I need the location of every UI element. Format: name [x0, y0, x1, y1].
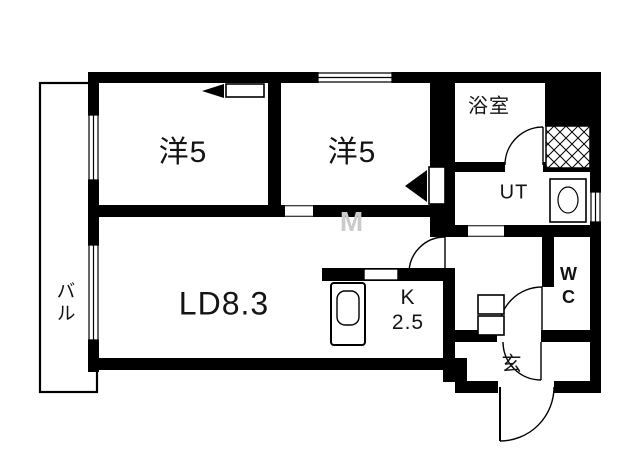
windows: [88, 72, 601, 341]
door-swing-triangle: [405, 170, 427, 202]
kitchen-hatch-panel: [363, 268, 399, 281]
door-bath: [504, 126, 544, 166]
door-front: [499, 386, 555, 442]
window-balcony-bedroom: [88, 114, 99, 181]
kitchen-counter: [330, 282, 366, 346]
bedroom1-label: 洋5: [158, 136, 208, 169]
door-entrance-hall: [502, 341, 542, 381]
closet-bedroom2: [405, 166, 446, 205]
kitchen-label: K 2.5: [392, 285, 424, 335]
kitchen-sink: [336, 290, 360, 326]
closet-bedroom1: [202, 83, 265, 98]
balcony-label: バル: [53, 281, 75, 325]
living-dining-label: LD8.3: [178, 285, 270, 322]
meter-box: [545, 125, 591, 169]
window-top: [317, 72, 393, 83]
watermark: M: [339, 206, 365, 237]
door-swing-triangle: [202, 84, 224, 98]
door-wc: [498, 286, 543, 331]
bedroom2-label: 洋5: [327, 136, 377, 169]
utility-label: UT: [499, 181, 529, 204]
meter-box-hatch: [545, 125, 591, 169]
kitchen-label-line1: K: [400, 285, 416, 309]
door-living-hall: [408, 236, 446, 274]
kitchen-label-line2: 2.5: [391, 311, 425, 334]
toilet-label: WC: [558, 264, 579, 310]
window-right-ut: [590, 191, 601, 223]
hall-cabinet: [477, 294, 505, 336]
vanity-sink: [557, 186, 579, 214]
window-balcony-living: [88, 244, 99, 341]
opening-ut: [468, 225, 504, 237]
balcony-outline: [38, 81, 99, 394]
ut-vanity: [549, 178, 587, 223]
entrance-label: 玄: [501, 353, 523, 376]
fixtures: [330, 125, 591, 346]
openings: [285, 205, 504, 237]
closet-doors: [202, 83, 446, 205]
bath-label: 浴室: [468, 95, 510, 118]
opening-bedroom2: [285, 205, 313, 217]
